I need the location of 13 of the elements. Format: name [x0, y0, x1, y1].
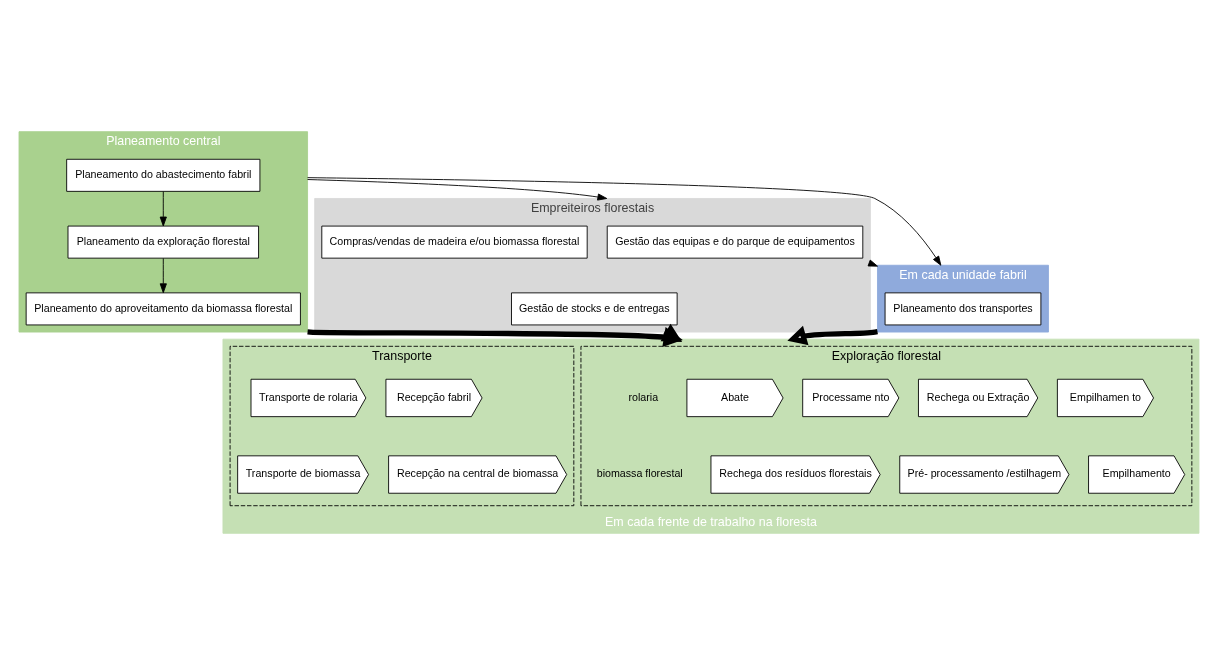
arrow [787, 325, 878, 346]
label: rolaria [628, 390, 659, 403]
arrow [159, 191, 167, 227]
node-box: Gestão de stocks e de entregas [511, 292, 678, 326]
node-box: Planeamento dos transportes [884, 292, 1042, 326]
node-box: Planeamento do aproveitamento da biomassa florestal [25, 292, 301, 326]
label: biomassa florestal [596, 467, 683, 480]
node-box: Planeamento do abastecimento fabril [66, 158, 261, 192]
arrow [307, 179, 608, 201]
node-box: Gestão das equipas e do parque de equipamentos [606, 225, 864, 259]
node-box: Planeamento da exploração florestal [67, 225, 260, 259]
arrow [159, 257, 167, 294]
node-box: Compras/vendas de madeira e/ou biomassa florestal [321, 225, 588, 259]
